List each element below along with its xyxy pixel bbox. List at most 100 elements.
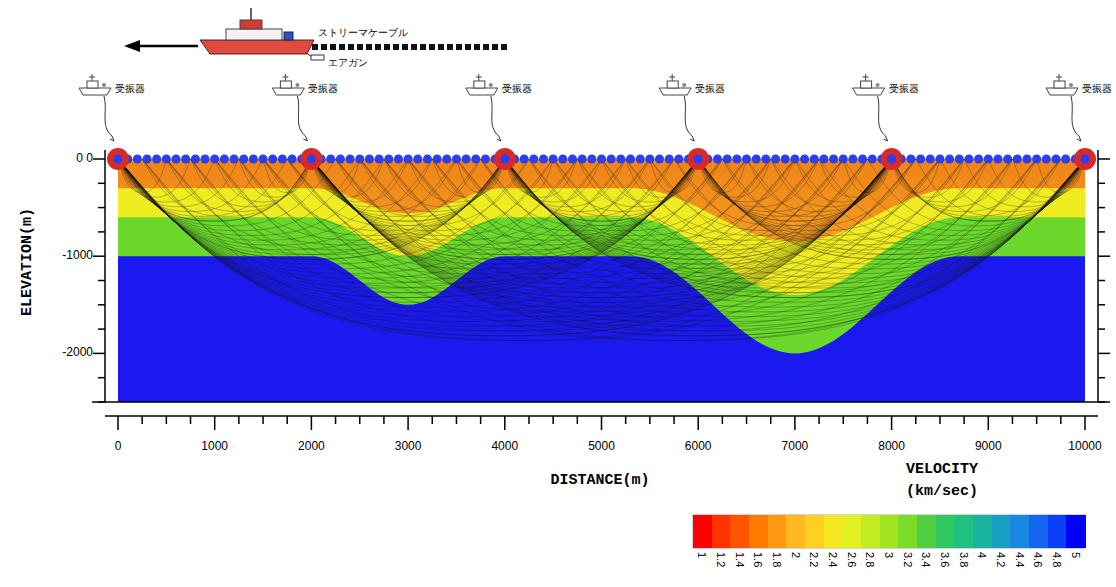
x-tick (843, 416, 845, 424)
deploy-line (104, 96, 114, 141)
shot-point (336, 155, 345, 164)
ray-path (215, 159, 892, 317)
legend-label: 5 (1070, 552, 1082, 558)
x-tick (649, 416, 651, 424)
ray-path (118, 159, 771, 312)
y-tick (1098, 401, 1105, 403)
ray-path (118, 159, 843, 326)
y-tick (98, 183, 105, 185)
x-tick-label: 0 (115, 440, 122, 453)
legend-label: 2 (790, 552, 802, 558)
shot-point (607, 155, 616, 164)
ray-path (505, 159, 795, 240)
shot-point (143, 155, 152, 164)
deploy-line (1071, 96, 1081, 141)
ray-path (263, 159, 505, 231)
color-swatch (954, 515, 973, 548)
color-swatch (768, 515, 787, 548)
shot-point (935, 155, 944, 164)
ray-path (650, 159, 1085, 269)
receiver-label: 受振器 (1082, 83, 1112, 94)
legend-label: 3.6 (939, 552, 951, 567)
x-tick-label: 5000 (588, 440, 615, 453)
shot-point (220, 155, 229, 164)
shot-point (133, 155, 142, 164)
x-tick (746, 416, 748, 424)
y-tick-label: -2000 (62, 347, 93, 360)
shot-point (1003, 155, 1012, 164)
x-tick (1084, 416, 1086, 430)
shot-point (481, 155, 490, 164)
y-tick (98, 207, 105, 209)
ray-path (311, 159, 1085, 336)
shot-point (529, 155, 538, 164)
ray-path (118, 159, 698, 298)
ray-path (602, 159, 699, 202)
ray-path (408, 159, 1085, 317)
legend-label: 3 (883, 552, 895, 558)
ray-path (384, 159, 1085, 321)
color-swatch (898, 515, 917, 548)
right-axis (1097, 150, 1099, 402)
ray-path (553, 159, 891, 250)
legend-label: 4.8 (1051, 552, 1063, 567)
shot-point (404, 155, 413, 164)
ray-path (311, 159, 1085, 336)
ray-path (311, 159, 891, 298)
ray-path (311, 159, 1036, 326)
shot-point (433, 155, 442, 164)
ray-path (118, 159, 650, 288)
ray-path (553, 159, 1085, 288)
legend-label: 4 (976, 552, 988, 558)
legend-label: 2.6 (846, 552, 858, 567)
ray-path (577, 159, 891, 245)
ray-path (505, 159, 892, 259)
legend-label: 3.8 (958, 552, 970, 567)
ray-path (191, 159, 505, 245)
receiver-label: 受振器 (308, 83, 338, 94)
ray-path (505, 159, 747, 231)
deploy-line (684, 96, 694, 141)
shot-point (558, 155, 567, 164)
y-tick (1098, 183, 1105, 185)
color-swatch (805, 515, 824, 548)
obs-boat (1046, 74, 1078, 95)
y-tick (1098, 377, 1105, 379)
cable-label: ストリーマケーブル (318, 27, 408, 38)
obs-boat (79, 74, 111, 95)
shot-point (578, 155, 587, 164)
color-swatch (992, 515, 1011, 548)
ship-hull (200, 40, 314, 54)
shot-point (645, 155, 654, 164)
shot-point (781, 155, 790, 164)
ray-paths (118, 159, 1085, 341)
x-tick (504, 416, 506, 430)
legend-label: 3.2 (902, 552, 914, 567)
shot-point (655, 155, 664, 164)
ray-path (311, 159, 698, 259)
left-axis (104, 150, 106, 402)
ray-path (747, 159, 892, 212)
ship-winch (284, 32, 293, 40)
y-tick (98, 280, 105, 282)
shot-point (452, 155, 461, 164)
ray-path (577, 159, 1085, 283)
shot-point (1081, 155, 1090, 164)
ray-path (988, 159, 1085, 202)
ray-path (1012, 159, 1085, 197)
obs-boat (659, 74, 691, 95)
color-swatch (1066, 515, 1085, 548)
shot-point (713, 155, 722, 164)
color-swatch (1048, 515, 1067, 548)
shot-point (288, 155, 297, 164)
shot-point (442, 155, 451, 164)
ray-path (263, 159, 1085, 341)
ray-path (336, 159, 1085, 331)
shot-point (259, 155, 268, 164)
ray-path (698, 159, 940, 231)
ray-path (118, 159, 795, 317)
ray-path (384, 159, 698, 245)
y-tick (1098, 280, 1105, 282)
ray-path (311, 159, 795, 278)
ray-path (505, 159, 1085, 298)
